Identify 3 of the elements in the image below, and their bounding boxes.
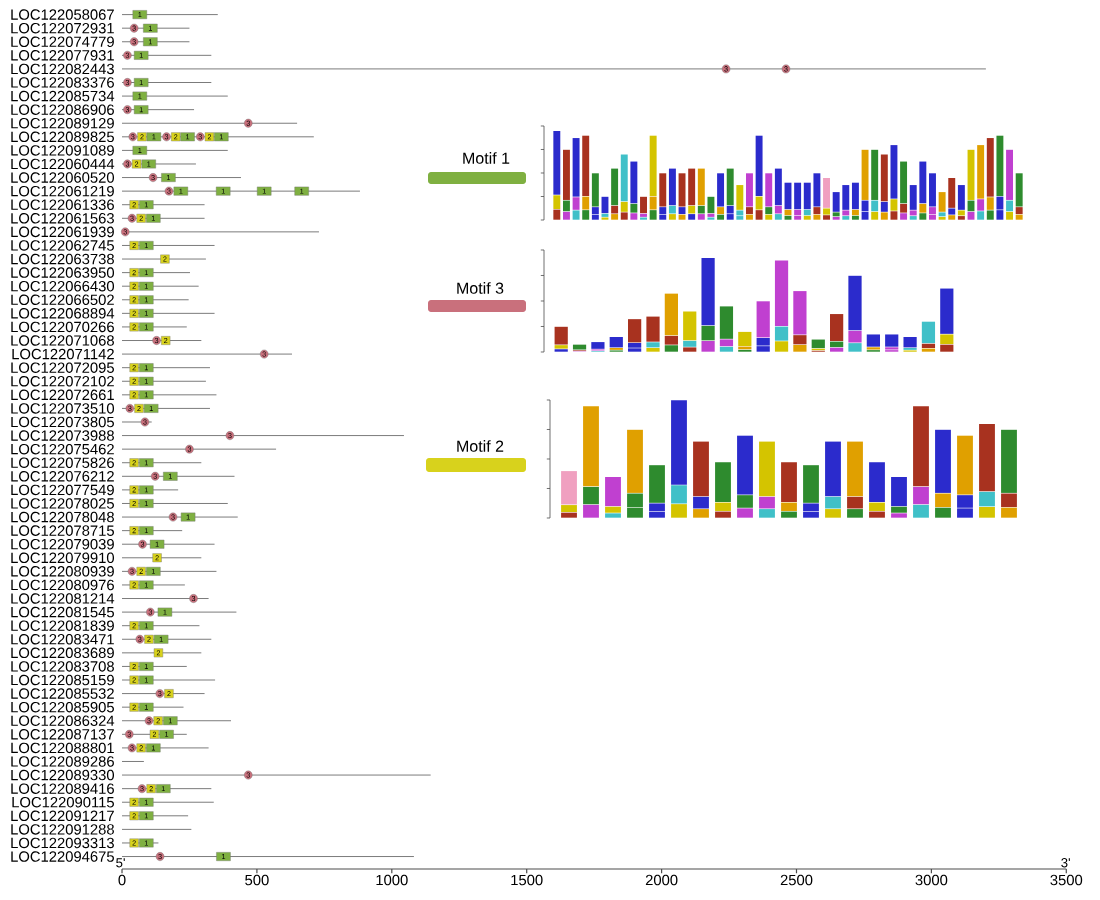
legend-label: Motif 2 bbox=[457, 440, 504, 452]
legend-label: Motif 1 bbox=[463, 152, 510, 164]
legend-label: Motif 3 bbox=[457, 282, 504, 294]
